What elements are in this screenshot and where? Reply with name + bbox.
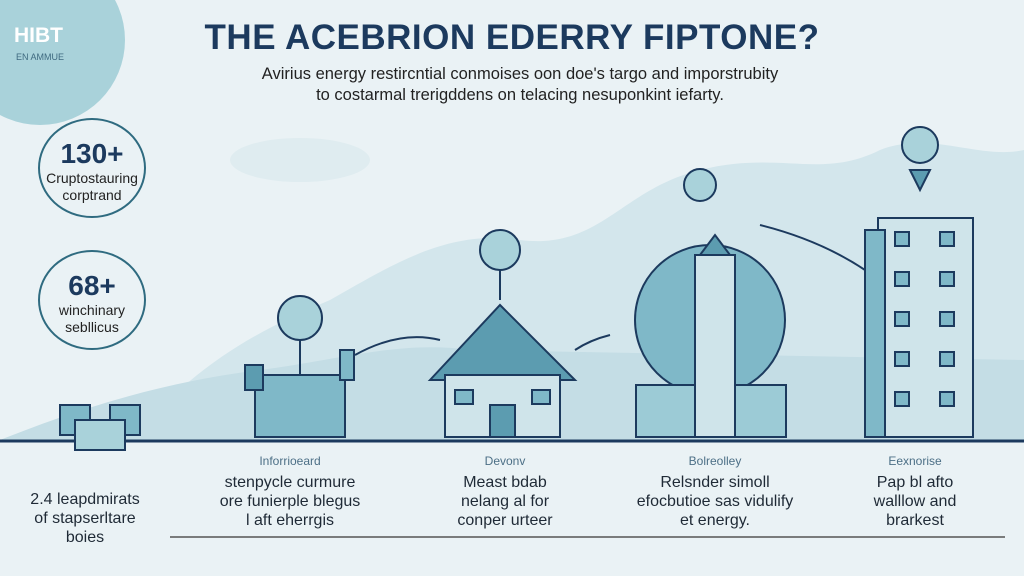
stat-value: 130+ — [60, 138, 124, 169]
stat-value: 68+ — [68, 270, 116, 301]
stat-bubble: 130+ Cruptostauring corptrand — [38, 118, 146, 218]
cloud — [230, 138, 370, 182]
column-4: Eexnorise Pap bl afto walllow and brarke… — [850, 452, 980, 530]
logo: HIBT — [14, 24, 63, 47]
text-line: brarkest — [886, 512, 944, 529]
stat-label: corptrand — [62, 187, 122, 203]
column-caption: Bolreolley — [688, 454, 742, 468]
column-3: Bolreolley Relsnder simoll efocbutioe sa… — [615, 452, 815, 530]
column-2: Devonv Meast bdab nelang al for conper u… — [440, 452, 570, 530]
text-line: conper urteer — [457, 512, 553, 529]
page-title: THE ACEBRION EDERRY FIPTONE? — [204, 18, 820, 57]
text-line: efocbutioe sas vidulify — [636, 493, 794, 510]
stat-label: Cruptostauring — [46, 170, 138, 186]
column-1: Inforrioeard stenpycle curmure ore funie… — [205, 452, 375, 530]
corner-circle — [0, 0, 125, 125]
stat-label: winchinary — [58, 302, 126, 318]
text-line: stenpycle curmure — [224, 474, 356, 491]
house-icon — [354, 229, 611, 438]
stat-label: sebllicus — [65, 319, 119, 335]
text-line: Meast bdab — [463, 474, 547, 491]
text-line: nelang al for — [460, 493, 550, 510]
tower-icon — [634, 168, 787, 438]
stat-bubble: 68+ winchinary sebllicus — [38, 250, 146, 350]
column-caption: Eexnorise — [888, 454, 942, 468]
storage-icon — [59, 404, 141, 451]
text-line: of stapserltare — [34, 510, 136, 527]
text-line: boies — [65, 529, 105, 546]
text-line: 2.4 leapdmirats — [30, 491, 140, 508]
subtitle-line: Avirius energy restircntial conmoises oo… — [261, 65, 779, 83]
text-line: walllow and — [873, 493, 957, 510]
text-line: Pap bl afto — [876, 474, 954, 491]
footer-left-text: 2.4 leapdmirats of stapserltare boies — [20, 490, 150, 547]
building-icon — [759, 126, 974, 438]
subtitle-line: to costarmal trerigddens on telacing nes… — [316, 86, 724, 104]
subtitle: Avirius energy restircntial conmoises oo… — [200, 64, 840, 106]
text-line: Relsnder simoll — [660, 474, 770, 491]
logo-subtitle: EN AMMUE — [16, 52, 65, 62]
column-caption: Devonv — [484, 454, 526, 468]
text-line: et energy. — [680, 512, 750, 529]
text-line: l aft eherrgis — [245, 512, 335, 529]
factory-icon — [244, 295, 355, 438]
text-line: ore funierple blegus — [219, 493, 361, 510]
column-caption: Inforrioeard — [259, 454, 321, 468]
